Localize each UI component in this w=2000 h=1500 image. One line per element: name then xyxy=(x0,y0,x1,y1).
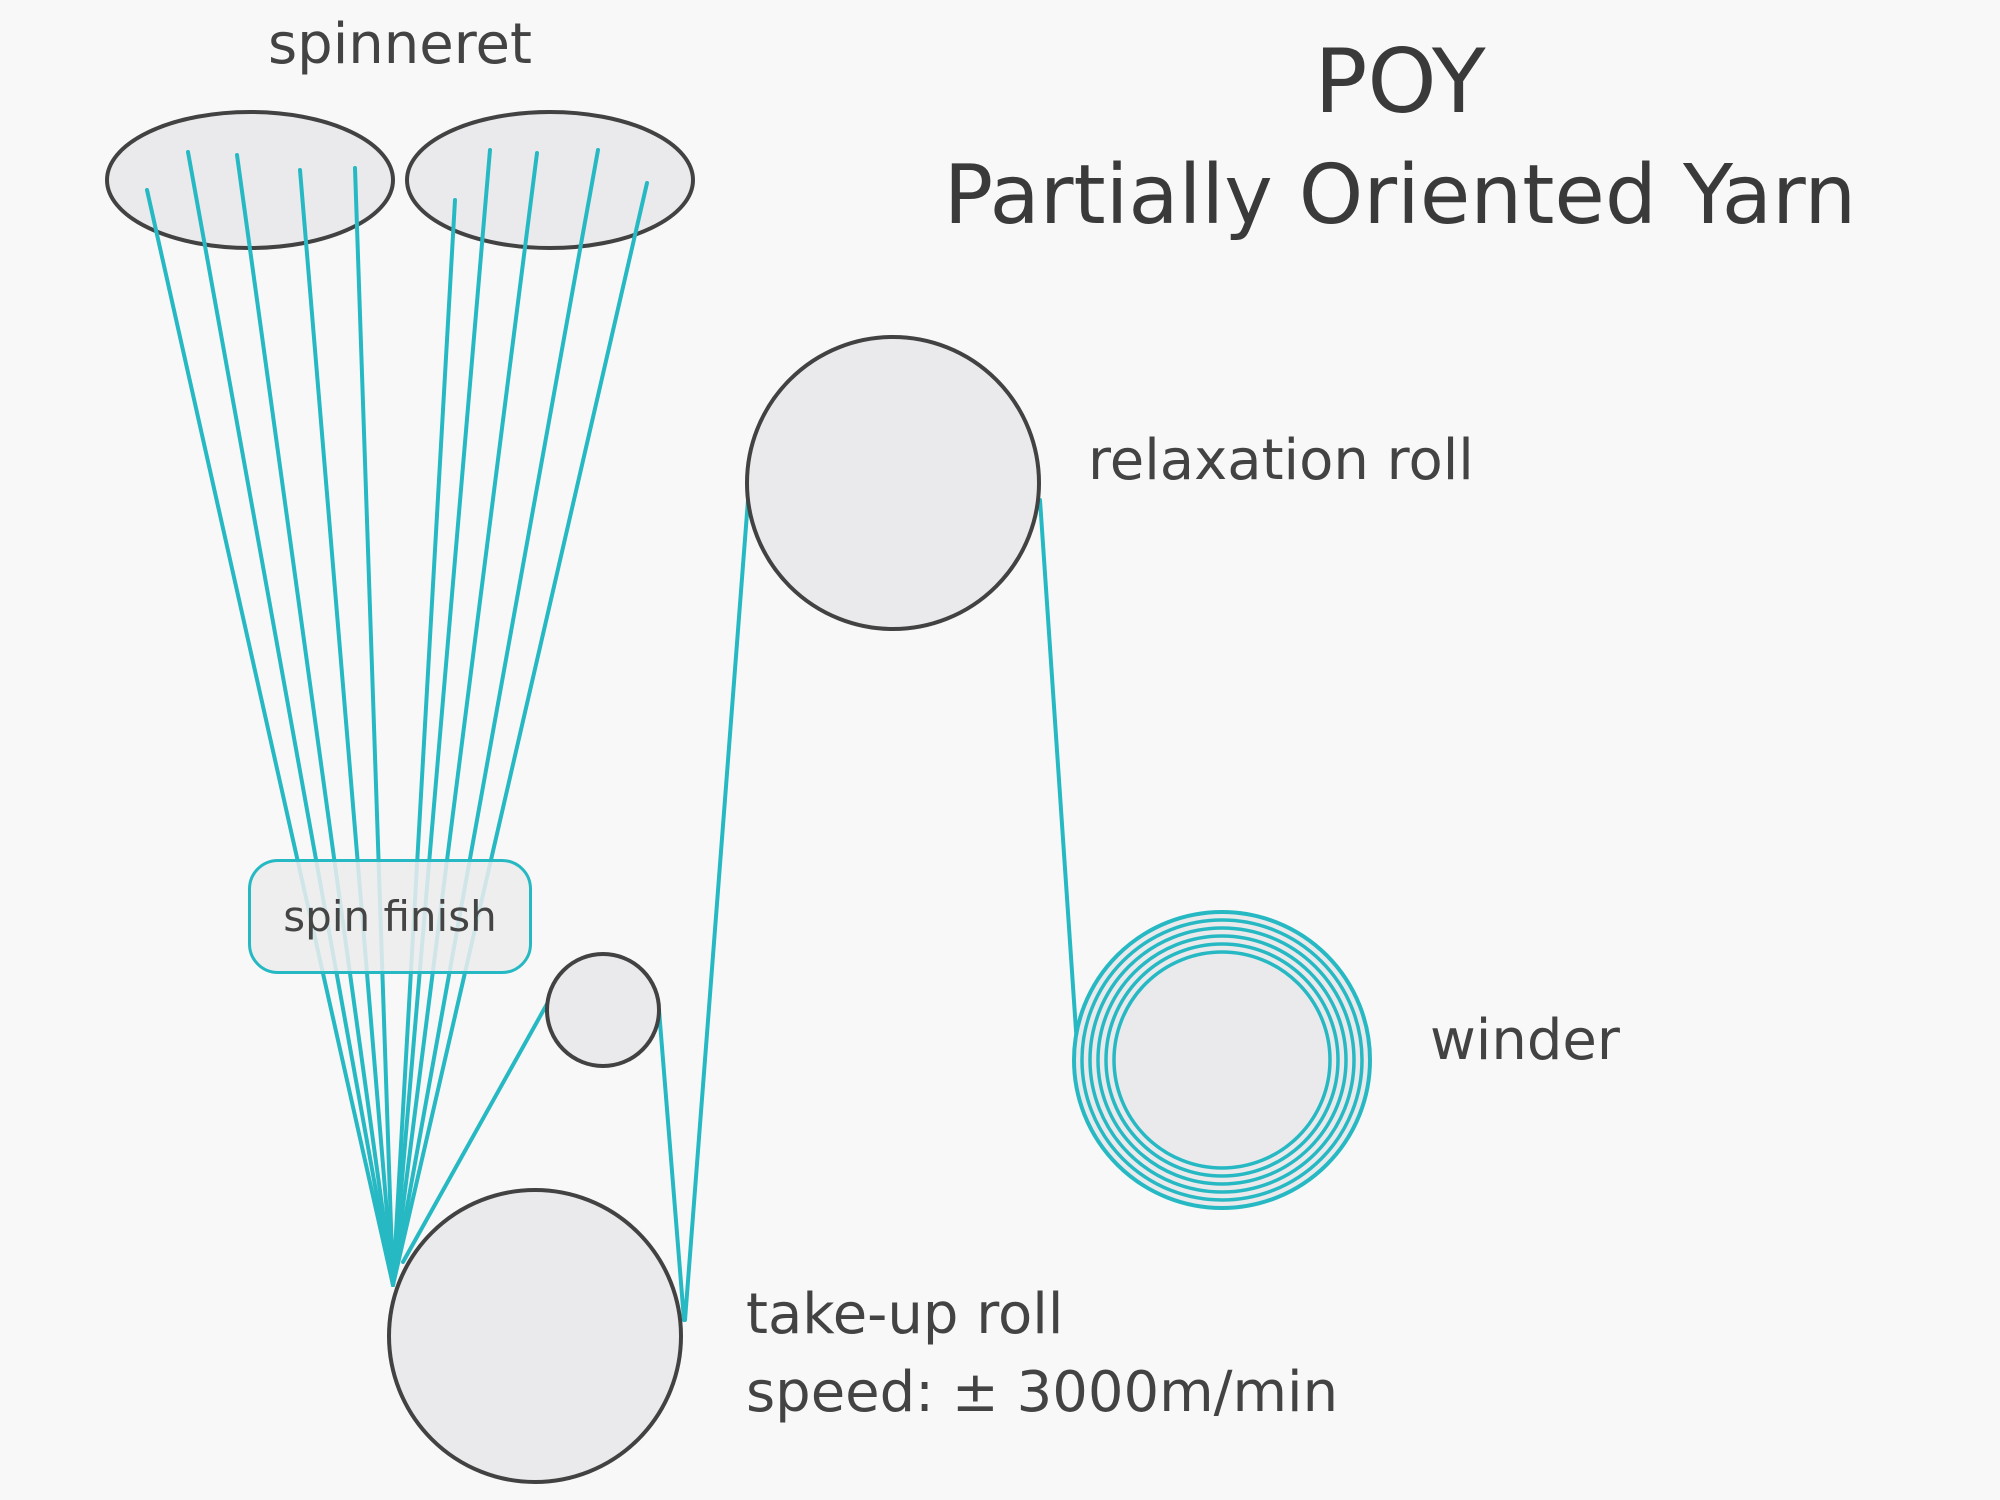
relaxation-roll xyxy=(745,335,1041,631)
spinneret-label: spinneret xyxy=(268,12,532,77)
take-up-roll xyxy=(387,1188,683,1484)
speed-label: speed: ± 3000m/min xyxy=(746,1360,1339,1425)
winder-label: winder xyxy=(1430,1008,1620,1073)
take-up-roll-label: take-up roll xyxy=(746,1282,1064,1347)
filament-bundle xyxy=(145,148,649,1287)
winder-package xyxy=(1072,910,1372,1210)
spinneret-right xyxy=(405,110,695,250)
yarn-path xyxy=(401,498,1080,1322)
spin-finish-box: spin finish xyxy=(248,859,532,974)
spin-finish-label: spin finish xyxy=(283,892,497,941)
guide-roll xyxy=(545,952,661,1068)
title-abbreviation: POY xyxy=(1314,30,1486,133)
title-full-name: Partially Oriented Yarn xyxy=(943,148,1857,243)
spinneret-left xyxy=(105,110,395,250)
relaxation-roll-label: relaxation roll xyxy=(1088,428,1474,493)
